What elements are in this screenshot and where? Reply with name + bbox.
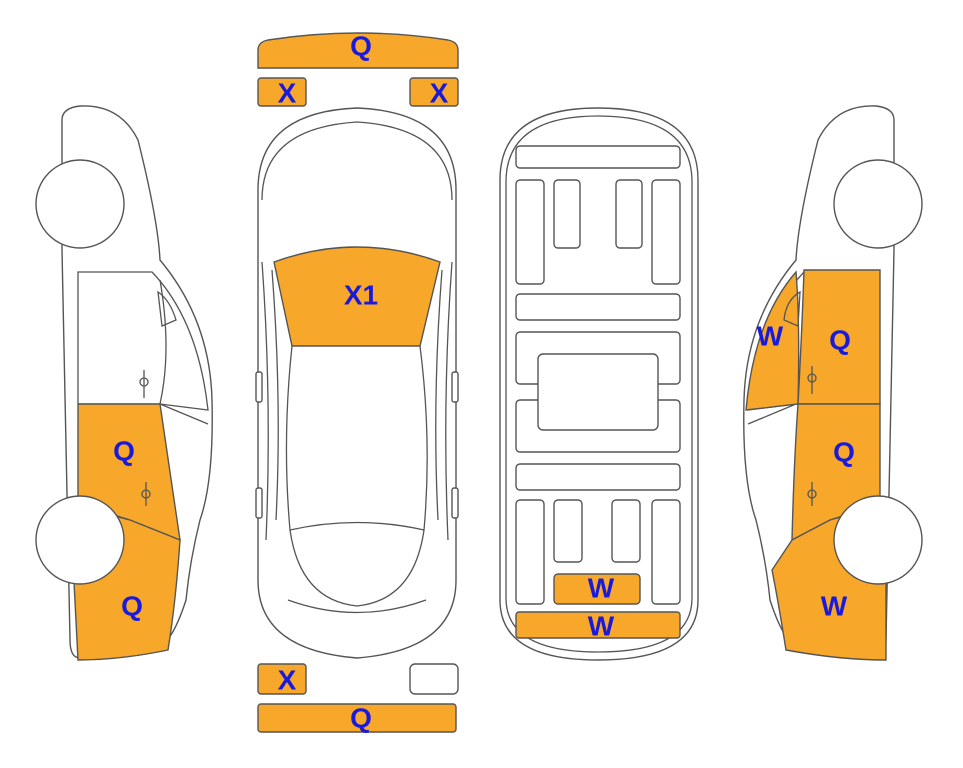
front-left-lamp-panel[interactable]	[257, 77, 307, 107]
right-rear-door-code: Q	[833, 437, 855, 468]
front-bumper-panel[interactable]	[257, 32, 459, 69]
rear-panel-code: W	[588, 573, 615, 604]
rear-left-lamp-panel[interactable]	[257, 663, 307, 695]
left-rear-wheel	[35, 495, 125, 585]
right-front-wheel	[833, 159, 923, 249]
right-rear-wheel	[833, 495, 923, 585]
front-section: Q X X	[257, 31, 459, 109]
rear-right-lamp-panel[interactable]	[409, 663, 459, 695]
right-rear-quarter-code: W	[821, 591, 848, 622]
right-pillar-code: W	[757, 321, 784, 352]
right-front-door-code: Q	[829, 325, 851, 356]
rear-left-lamp-code: X	[278, 665, 297, 696]
left-rear-quarter-code: Q	[121, 591, 143, 622]
left-side-view: Q Q	[35, 105, 213, 661]
rear-bumper-code: Q	[350, 703, 372, 734]
rear-floor-code: W	[588, 611, 615, 642]
windshield-panel[interactable]	[273, 246, 441, 347]
top-view-body[interactable]	[257, 107, 457, 659]
right-side-view: W Q Q W	[743, 105, 923, 661]
rear-bumper-panel[interactable]	[257, 703, 457, 733]
rear-section: X Q	[257, 663, 459, 734]
front-left-lamp-code: X	[278, 78, 297, 109]
right-pillar-panel[interactable]	[745, 270, 800, 411]
rear-floor-panel[interactable]	[515, 611, 681, 639]
front-right-lamp-panel[interactable]	[409, 77, 459, 107]
front-right-lamp-code: X	[430, 78, 449, 109]
left-front-wheel	[35, 159, 125, 249]
windshield-code: X1	[344, 280, 378, 311]
front-bumper-code: Q	[350, 31, 372, 62]
rear-panel[interactable]	[553, 573, 641, 605]
top-view-car: X1	[255, 107, 459, 659]
left-front-door-code: Q	[113, 436, 135, 467]
interior-view: W W	[499, 107, 699, 661]
